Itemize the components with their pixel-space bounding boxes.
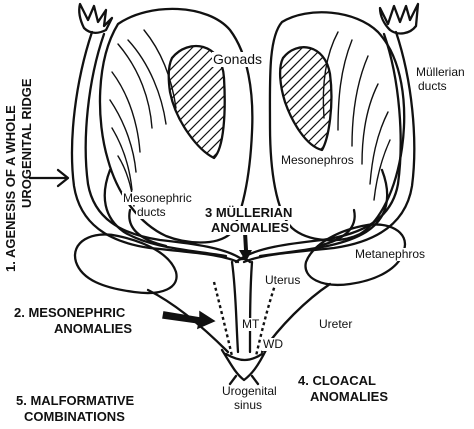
category-mesonephric-line1: 2. MESONEPHRIC	[14, 305, 126, 320]
left-metanephros	[73, 233, 178, 295]
label-mesonephric-ducts-line1: Mesonephric	[122, 191, 193, 205]
label-uterus: Uterus	[264, 273, 302, 287]
right-mesonephric-tubules	[322, 31, 391, 201]
category-mesonephric-line2: ANOMALIES	[54, 321, 132, 336]
left-wolffian-dashed	[212, 281, 234, 357]
right-ducts	[240, 30, 416, 264]
category-malformative-line2: COMBINATIONS	[24, 409, 125, 424]
left-mesonephric-tubules	[109, 29, 177, 207]
category-agenesis-line2: UROGENITAL RIDGE	[19, 78, 34, 208]
category-cloacal-line2: ANOMALIES	[310, 389, 388, 404]
right-gonad	[278, 46, 333, 152]
label-ureter: Ureter	[318, 317, 354, 331]
label-urogenital-sinus-line2: sinus	[234, 398, 263, 412]
label-gonads: Gonads	[212, 51, 264, 67]
label-mt: MT	[241, 317, 261, 331]
agenesis-arrow	[28, 168, 70, 188]
uterus-canal	[230, 257, 254, 354]
right-wolffian-dashed	[254, 281, 278, 357]
category-mullerian-line2: ANOMALIES	[210, 220, 290, 235]
left-fimbria	[78, 2, 114, 34]
right-mesonephros	[268, 11, 406, 242]
category-agenesis-line1: 1. AGENESIS OF A WHOLE	[3, 105, 18, 272]
label-mesonephric-ducts-line2: ducts	[136, 205, 167, 219]
right-metanephros	[304, 223, 407, 286]
label-mesonephros: Mesonephros	[280, 153, 355, 167]
category-malformative-line1: 5. MALFORMATIVE	[16, 393, 135, 408]
label-mullerian-ducts-line1: Müllerian	[416, 65, 465, 79]
label-urogenital-sinus-line1: Urogenital	[222, 384, 277, 398]
category-mullerian-line1: 3 MÜLLERIAN	[204, 205, 294, 220]
left-ducts	[70, 30, 242, 264]
label-wd: WD	[262, 337, 284, 351]
right-fimbria	[378, 2, 420, 35]
mullerian-anomalies-arrow	[239, 232, 252, 262]
category-cloacal-line1: 4. CLOACAL	[298, 373, 376, 388]
mesonephric-anomalies-arrow	[162, 310, 216, 330]
label-metanephros: Metanephros	[354, 247, 427, 261]
label-mullerian-ducts-line2: ducts	[418, 79, 447, 93]
urogenital-sinus	[220, 348, 268, 386]
